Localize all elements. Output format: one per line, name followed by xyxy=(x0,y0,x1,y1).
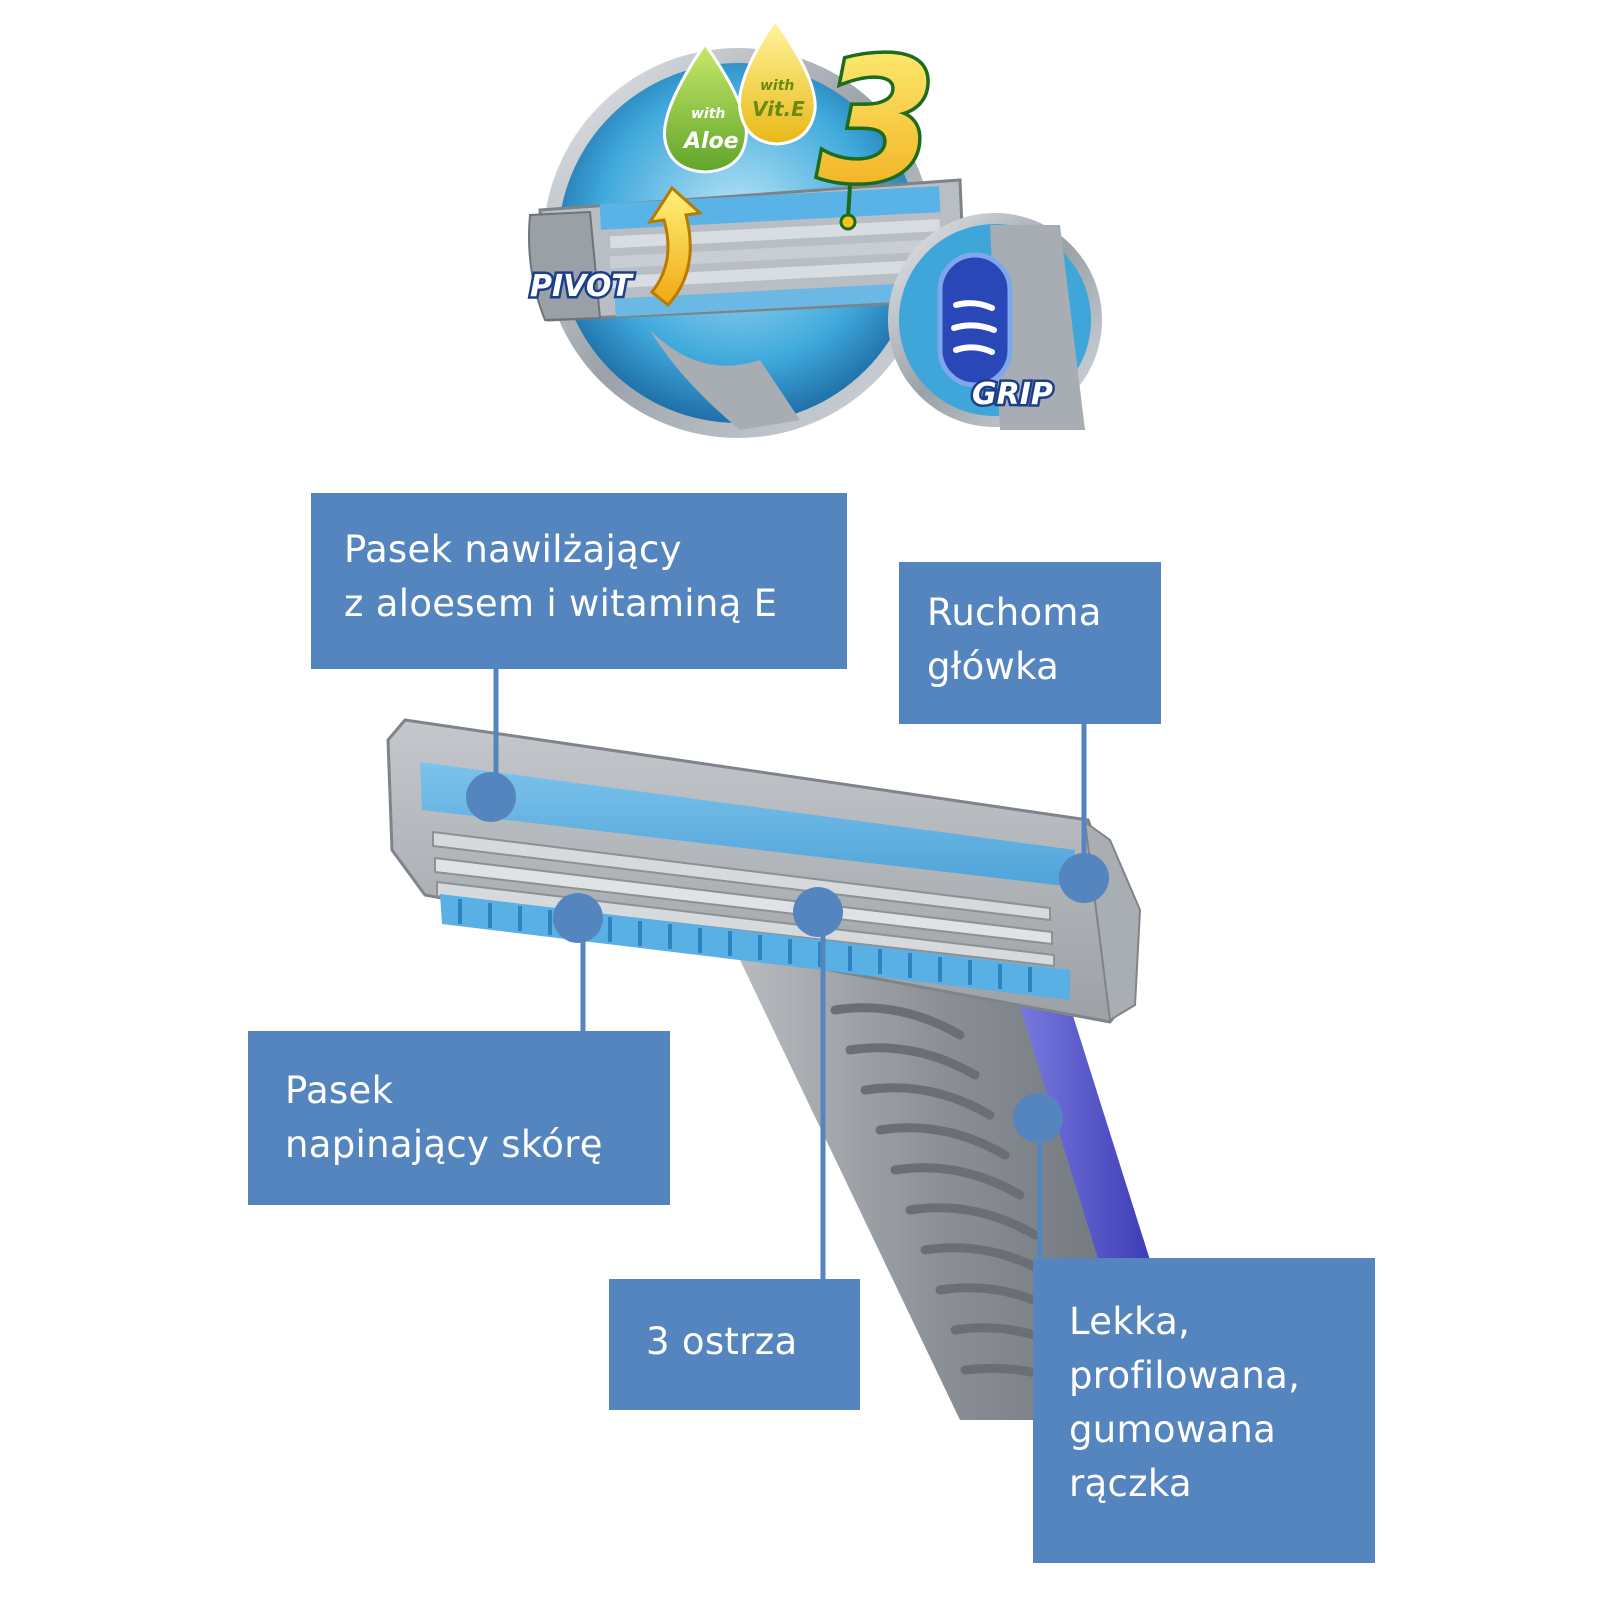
blade-count-number: 3 xyxy=(818,23,936,221)
callout-connectors xyxy=(466,669,1109,1279)
feature-badge: PIVOT with Aloe with Vit.E 3 GRIP xyxy=(528,17,1102,438)
callout-handle-line-3: gumowana xyxy=(1069,1408,1277,1451)
callout-handle-line-1: Lekka, xyxy=(1069,1300,1191,1343)
vitamin-e-drop-icon xyxy=(737,17,817,146)
callout-handle-line-2: profilowana, xyxy=(1069,1354,1301,1397)
handle-marker xyxy=(1013,1093,1063,1143)
pivot-arrow-icon xyxy=(646,185,704,308)
callout-moisture-strip-line-2: z aloesem i witaminą E xyxy=(344,582,778,625)
blade-1 xyxy=(432,830,1051,922)
grip-label: GRIP xyxy=(972,377,1053,412)
moisture-strip xyxy=(420,762,1075,887)
tension-strip-marker xyxy=(553,893,603,943)
callout-blades-line-1: 3 ostrza xyxy=(646,1320,798,1363)
callout-skin-tension-line-1: Pasek xyxy=(285,1069,394,1112)
blades-marker xyxy=(793,887,843,937)
aloe-name-label: Aloe xyxy=(682,129,739,154)
razor-grip xyxy=(1015,990,1150,1265)
callout-moisture-strip: Pasek nawilżający z aloesem i witaminą E xyxy=(311,493,847,669)
vite-name-label: Vit.E xyxy=(752,97,805,121)
callout-skin-tension-strip: Pasek napinający skórę xyxy=(248,1031,670,1205)
pivot-label: PIVOT xyxy=(530,269,634,304)
callout-pivot-head: Ruchoma główka xyxy=(899,562,1161,724)
aloe-with-label: with xyxy=(691,106,725,122)
callout-blades: 3 ostrza xyxy=(609,1279,860,1410)
blade-2 xyxy=(434,856,1053,946)
moisture-strip-marker xyxy=(466,772,516,822)
pivot-head-marker xyxy=(1059,853,1109,903)
razor-head-mini xyxy=(528,178,967,430)
callout-handle: Lekka, profilowana, gumowana rączka xyxy=(1033,1258,1375,1563)
callout-pivot-head-line-1: Ruchoma xyxy=(927,591,1102,634)
tension-strip-ridges xyxy=(458,899,1032,992)
vite-with-label: with xyxy=(760,78,794,94)
callout-moisture-strip-line-1: Pasek nawilżający xyxy=(344,528,682,571)
callout-handle-line-4: rączka xyxy=(1069,1462,1192,1505)
callout-pivot-head-line-2: główka xyxy=(927,645,1060,688)
callout-skin-tension-line-2: napinający skórę xyxy=(285,1123,603,1166)
